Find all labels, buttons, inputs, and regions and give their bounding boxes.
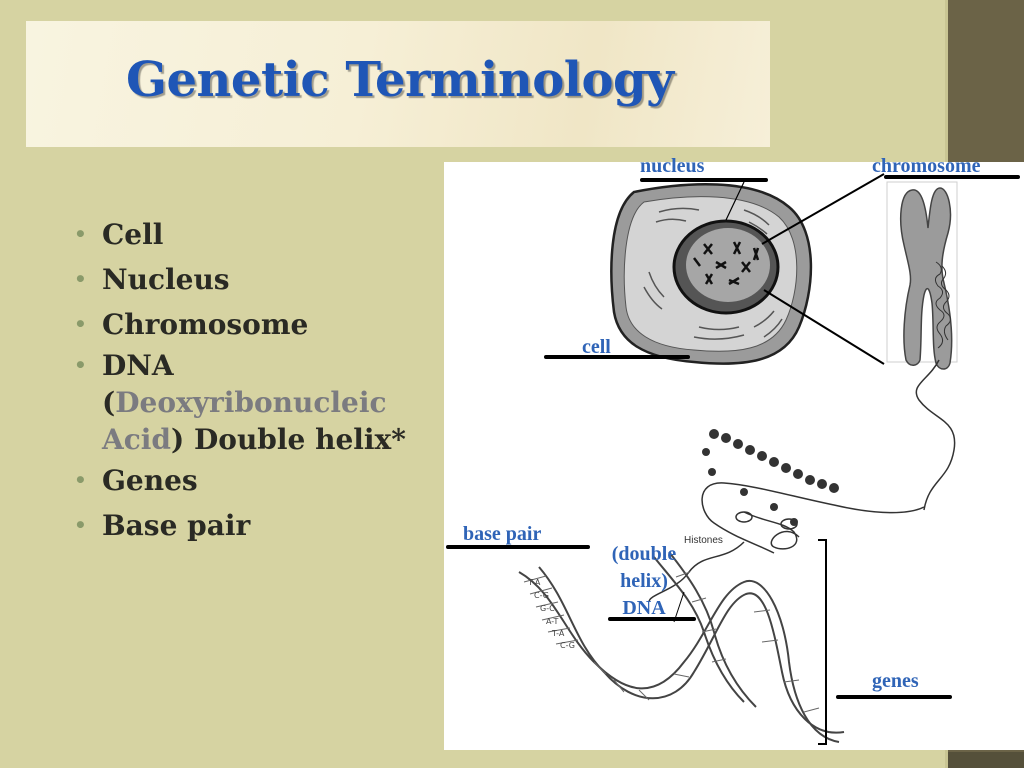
bullet-list: • Cell • Nucleus • Chromosome • DNA (Deoxyrib… [74, 212, 424, 548]
bullet-chromosome: • Chromosome [74, 302, 424, 347]
bullet-dot-icon: • [74, 222, 87, 246]
base-letters: T-A C-G G-C A-T T-A C-G [527, 578, 575, 650]
bullet-dot-icon: • [74, 267, 87, 291]
bullet-dot-icon: • [74, 312, 87, 336]
bullet-text: Nucleus [102, 263, 230, 296]
svg-text:C-G: C-G [560, 641, 575, 650]
label-double-helix-line: helix) [620, 570, 668, 592]
label-nucleus: nucleus [640, 155, 705, 177]
underline-dna [608, 617, 696, 621]
label-histones: Histones [684, 535, 723, 546]
label-base-pair: base pair [463, 523, 542, 545]
cell-illustration [610, 173, 885, 365]
bullet-dot-icon: • [74, 468, 87, 492]
underline-chromosome [884, 175, 1020, 179]
svg-text:G-C: G-C [540, 604, 555, 613]
bullet-highlight: Acid [102, 423, 171, 456]
bullet-nucleus: • Nucleus [74, 257, 424, 302]
underline-nucleus [640, 178, 768, 182]
svg-text:C-G: C-G [534, 591, 549, 600]
chromatin-coil [702, 429, 839, 526]
bullet-text: DNA [102, 349, 174, 382]
genetics-diagram: T-A C-G G-C A-T T-A C-G nucleus chromosome c… [444, 155, 1024, 750]
gene-bracket [818, 539, 827, 745]
label-double-helix-line: (double [611, 543, 677, 565]
underline-cell [544, 355, 690, 359]
svg-text:T-A: T-A [551, 629, 565, 638]
bullet-base-pair: • Base pair [74, 503, 424, 548]
accent-bar-foot [948, 752, 1024, 768]
label-double-helix: (double helix) DNA [604, 541, 684, 622]
bullet-text: Cell [102, 218, 164, 251]
chromatin-fiber [701, 359, 956, 554]
label-chromosome: chromosome [872, 155, 981, 177]
label-genes: genes [872, 670, 919, 692]
title-box [26, 21, 770, 147]
underline-base-pair [446, 545, 590, 549]
bullet-text: Chromosome [102, 308, 309, 341]
bullet-dot-icon: • [74, 353, 87, 377]
bullet-text: Genes [102, 464, 198, 497]
svg-text:T-A: T-A [527, 578, 541, 587]
bullet-dot-icon: • [74, 513, 87, 537]
underline-genes [836, 695, 952, 699]
bullet-text: ( [102, 386, 116, 419]
slide-title: Genetic Terminology [126, 52, 674, 108]
label-cell: cell [582, 336, 611, 358]
svg-text:A-T: A-T [546, 617, 558, 626]
bullet-text: Base pair [102, 509, 251, 542]
bullet-highlight: Deoxyribonucleic [115, 386, 387, 419]
helix-rungs [523, 571, 820, 713]
chromosome-illustration [886, 181, 958, 370]
bullet-genes: • Genes [74, 458, 424, 503]
bullet-cell: • Cell [74, 212, 424, 257]
bullet-text: ) Double helix* [171, 423, 406, 456]
label-double-helix-line: DNA [622, 597, 666, 619]
diagram-art: T-A C-G G-C A-T T-A C-G [518, 173, 958, 745]
